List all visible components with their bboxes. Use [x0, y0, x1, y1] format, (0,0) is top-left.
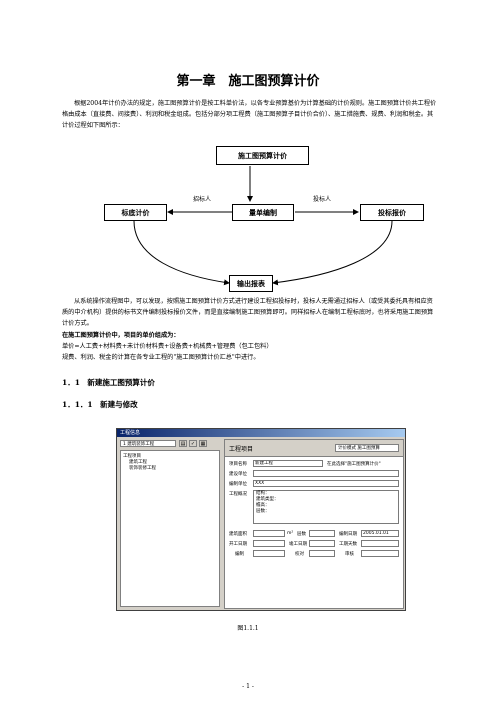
toolbar-check-button[interactable]: ✓ [189, 440, 197, 447]
compiler-label: 编制 [235, 552, 244, 557]
tree-item-building[interactable]: 建筑工程 [129, 460, 147, 465]
software-screenshot: 工程信息 1 建筑装饰工程 ▤ ✓ ▦ 工程项目 建筑工程 装饰装修工程 工程项… [116, 428, 406, 611]
project-info-panel: 工程项目 计价模式 施工图预算 项目名称 新建工程 在此选择"施工图预算计价" … [224, 439, 404, 609]
overview-line: 层数： [256, 509, 270, 514]
overview-textarea[interactable]: 结构： 建筑类型： 檐高： 层数： [253, 490, 399, 524]
start-date-label: 开工日期 [229, 542, 247, 547]
end-date-field[interactable] [309, 540, 335, 547]
flow-node-bottom: 输出报表 [229, 275, 273, 292]
pricing-mode-select[interactable]: 计价模式 施工图预算 [335, 444, 399, 452]
checker-label: 校对 [295, 552, 304, 557]
flow-node-left: 标底计价 [104, 204, 167, 221]
project-type-select[interactable]: 1 建筑装饰工程 [120, 440, 176, 447]
panel-header: 工程项目 计价模式 施工图预算 [225, 440, 403, 457]
reviewer-label: 审核 [345, 552, 354, 557]
area-field[interactable] [253, 530, 285, 537]
checker-field[interactable] [309, 550, 335, 557]
flow-label-bidder: 投标人 [313, 196, 332, 203]
tree-item-decoration[interactable]: 装饰装修工程 [129, 466, 156, 471]
area-unit: m² [287, 531, 294, 536]
compile-unit-field[interactable]: XXX [253, 480, 399, 487]
flow-node-center: 量单编制 [232, 204, 294, 221]
process-paragraph: 从系统操作流程图中，可以发现，按照施工图预算计价方式进行建设工程招投标时，投标人… [62, 298, 434, 327]
pricing-hint: 在此选择"施工图预算计价" [327, 462, 381, 467]
toolbar-list-button[interactable]: ▤ [179, 440, 187, 447]
date-field[interactable]: 2005.01.01 [361, 530, 399, 537]
page-number: - 1 - [242, 683, 254, 690]
toolbar-grid-button[interactable]: ▦ [199, 440, 207, 447]
floors-label: 层数 [297, 532, 306, 537]
section-heading: 1．1 新建施工图预算计价 [62, 378, 155, 387]
subsection-heading: 1．1．1 新建与修改 [62, 400, 138, 409]
fees-note: 规费、利润、税金的计算在各专业工程的"施工图预算计价汇总"中进行。 [62, 354, 260, 361]
flow-node-top: 施工图预算计价 [216, 146, 309, 165]
project-name-field[interactable]: 新建工程 [253, 460, 323, 467]
project-tree: 工程项目 建筑工程 装饰装修工程 [120, 450, 220, 607]
overview-line: 檐高： [256, 503, 270, 508]
floors-field[interactable] [309, 530, 335, 537]
overview-line: 建筑类型： [256, 497, 279, 502]
overview-label: 工程概况 [229, 492, 247, 497]
window-title-bar: 工程信息 [117, 429, 405, 437]
reviewer-field[interactable] [361, 550, 399, 557]
intro-paragraph: 根据2004年计价办法的规定，施工图预算计价是按工料单价法，以各专业预算基价为计… [62, 100, 437, 129]
date-label: 编制日期 [339, 532, 357, 537]
panel-title: 工程项目 [229, 446, 254, 453]
duration-field[interactable] [361, 540, 399, 547]
end-date-label: 竣工日期 [289, 542, 307, 547]
unit-price-heading: 在施工图预算计价中，项目的单价组成为： [62, 332, 180, 339]
compile-unit-label: 编制单位 [229, 482, 247, 487]
duration-label: 工期天数 [339, 542, 357, 547]
compiler-field[interactable] [253, 550, 285, 557]
start-date-field[interactable] [253, 540, 285, 547]
build-unit-field[interactable] [253, 470, 399, 477]
build-unit-label: 建设单位 [229, 472, 247, 477]
figure-caption: 图1.1.1 [237, 625, 259, 632]
flow-node-right: 投标报价 [360, 204, 424, 221]
project-name-label: 项目名称 [229, 462, 247, 467]
unit-price-formula: 单价=人工费+材料费+未计价材料费+设备费+机械费+管理费（包工包料） [62, 343, 273, 350]
flow-label-tenderer: 招标人 [193, 196, 212, 203]
page-title: 第一章 施工图预算计价 [176, 74, 320, 89]
area-label: 建筑面积 [229, 532, 247, 537]
overview-line: 结构： [256, 491, 270, 496]
tree-root[interactable]: 工程项目 [123, 454, 141, 459]
left-panel: 1 建筑装饰工程 ▤ ✓ ▦ 工程项目 建筑工程 装饰装修工程 [119, 439, 221, 609]
